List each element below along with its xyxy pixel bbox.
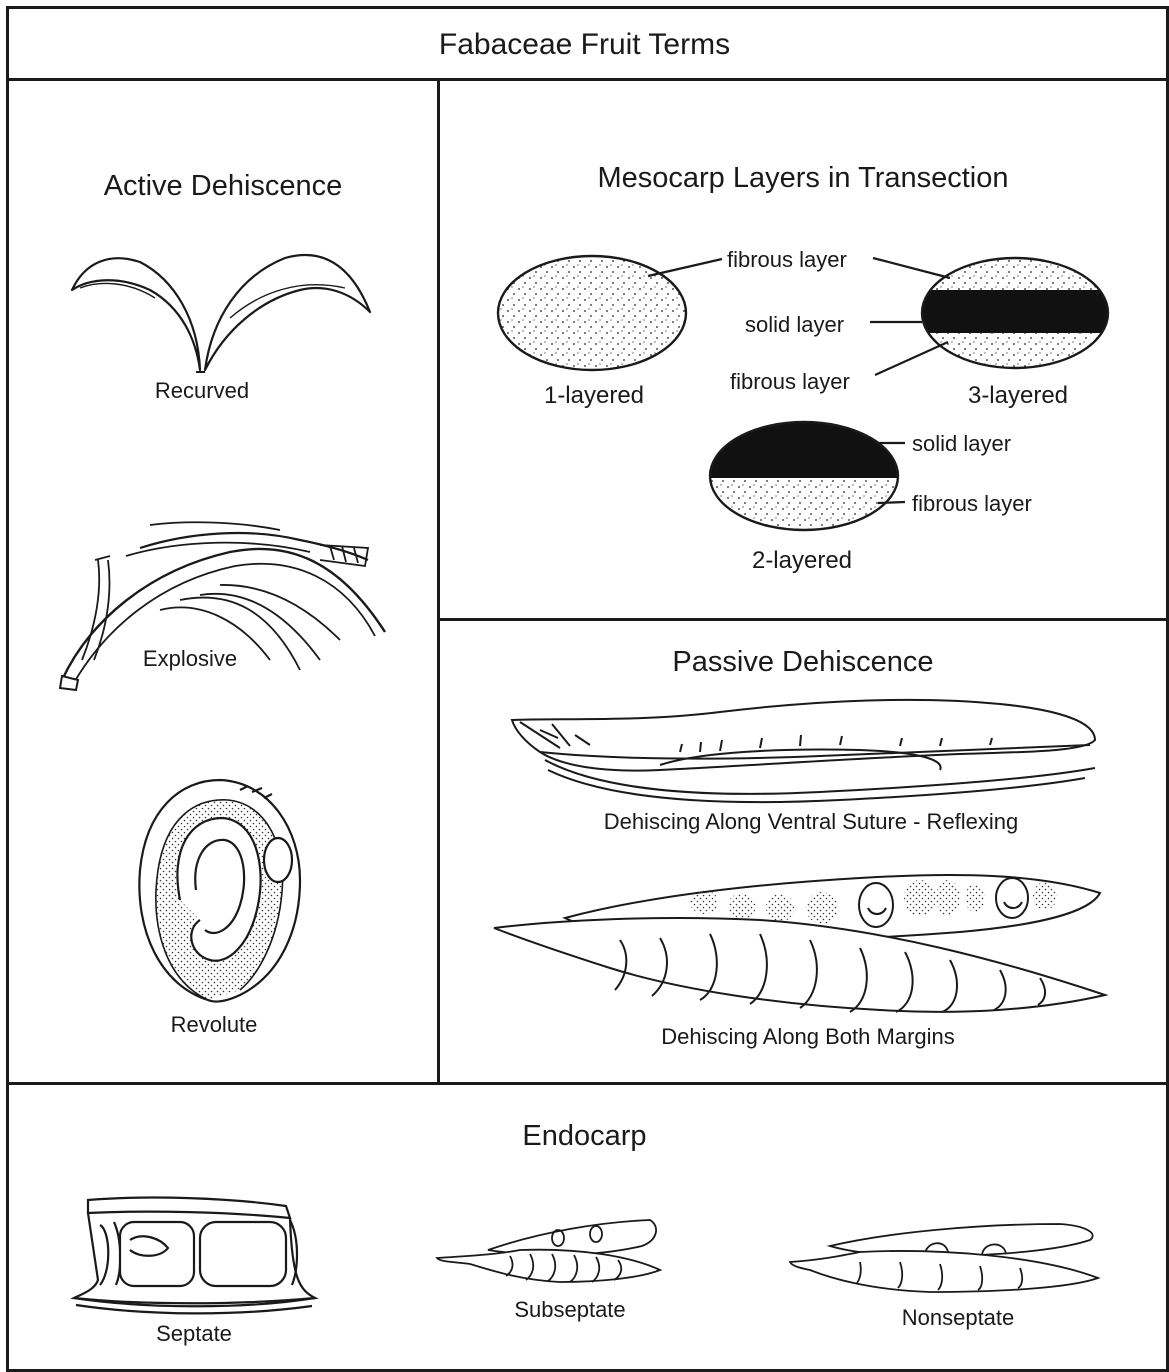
solid-layer-label-mid: solid layer bbox=[745, 312, 844, 338]
explosive-label: Explosive bbox=[50, 646, 330, 672]
subseptate-pod-icon bbox=[437, 1220, 660, 1282]
recurved-pod-icon bbox=[72, 255, 370, 372]
two-layered-label: 2-layered bbox=[702, 547, 902, 575]
nonseptate-pod-icon bbox=[790, 1224, 1098, 1292]
ventral-suture-label: Dehiscing Along Ventral Suture - Reflexi… bbox=[437, 809, 1169, 835]
septate-label: Septate bbox=[94, 1321, 294, 1347]
nonseptate-label: Nonseptate bbox=[858, 1305, 1058, 1331]
ventral-suture-pod-icon bbox=[512, 700, 1095, 802]
fibrous-layer-label-bottom: fibrous layer bbox=[730, 369, 850, 395]
two-layered-transection-icon bbox=[708, 418, 900, 530]
subseptate-label: Subseptate bbox=[470, 1297, 670, 1323]
three-layered-label: 3-layered bbox=[918, 382, 1118, 410]
three-layered-transection-icon bbox=[918, 258, 1113, 368]
septate-pod-icon bbox=[74, 1198, 315, 1314]
fibrous-layer-label-top: fibrous layer bbox=[727, 247, 847, 273]
both-margins-label: Dehiscing Along Both Margins bbox=[437, 1024, 1169, 1050]
revolute-label: Revolute bbox=[74, 1012, 354, 1038]
fibrous-layer-label-two: fibrous layer bbox=[912, 491, 1032, 517]
revolute-pod-icon bbox=[139, 780, 300, 1002]
recurved-label: Recurved bbox=[62, 378, 342, 404]
solid-layer-label-two: solid layer bbox=[912, 431, 1011, 457]
one-layered-label: 1-layered bbox=[494, 382, 694, 410]
both-margins-pod-icon bbox=[494, 875, 1105, 1012]
